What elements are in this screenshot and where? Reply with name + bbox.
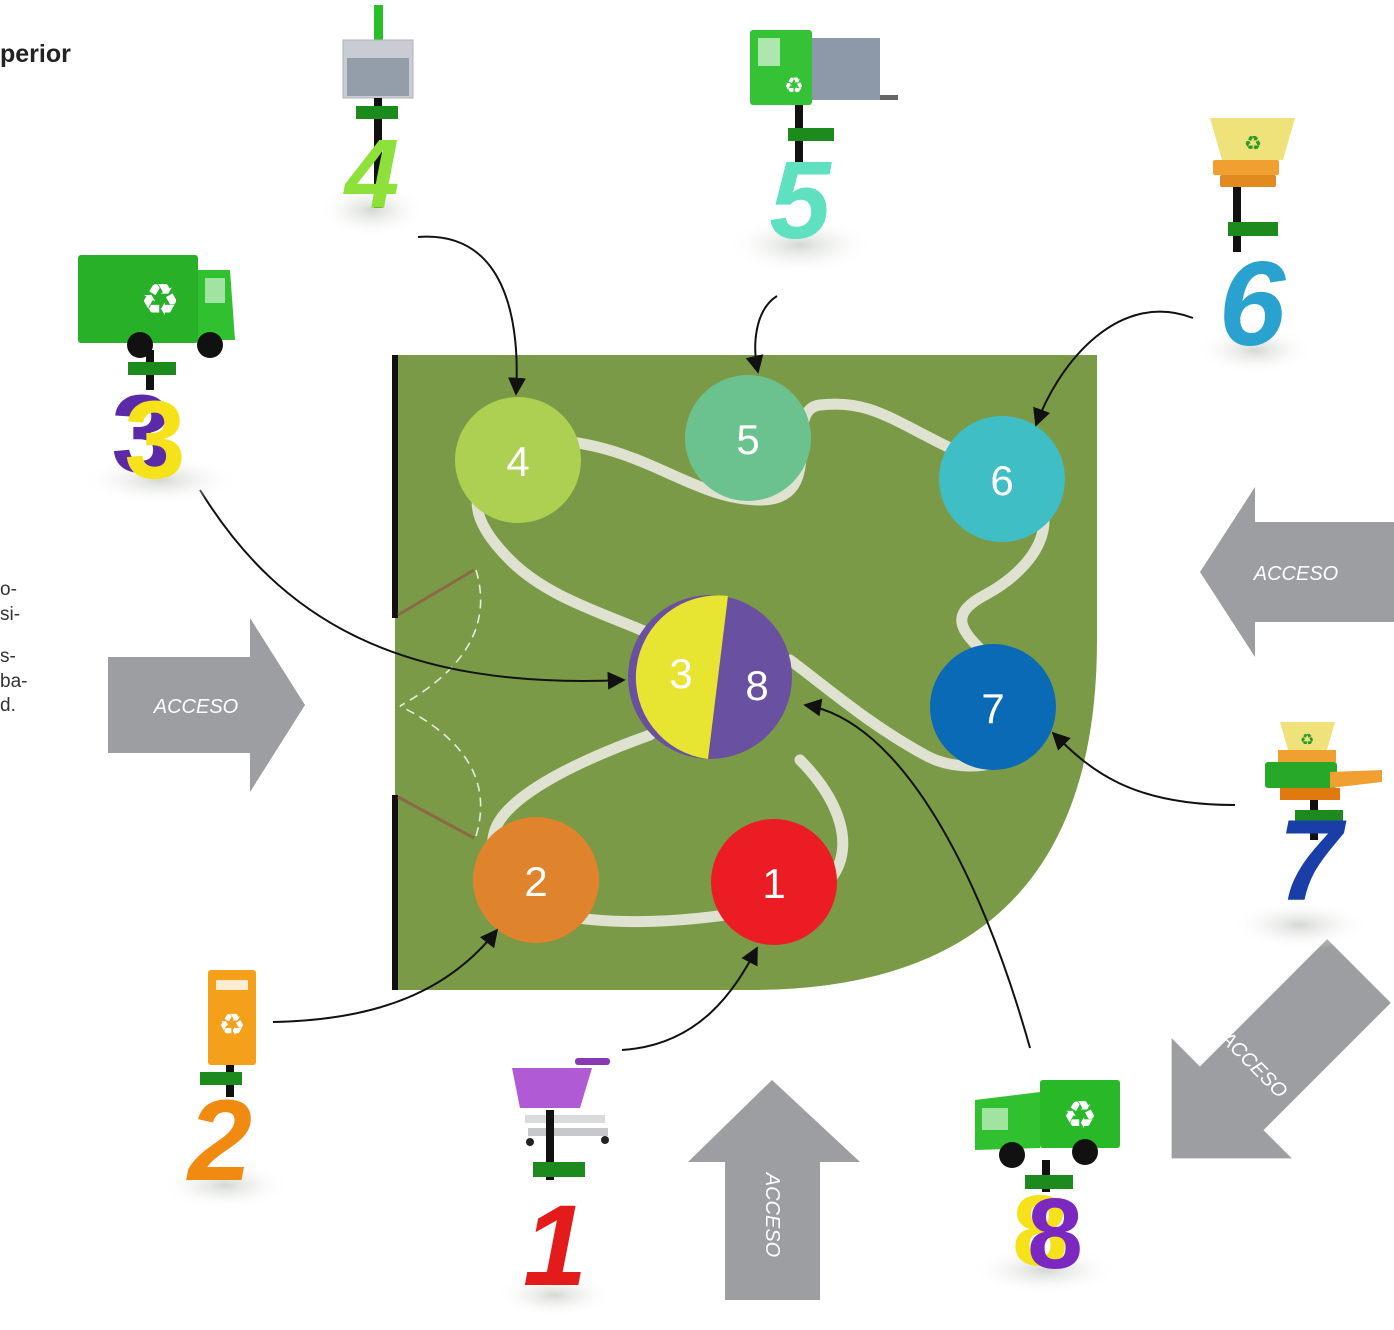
figure-5-number: 5: [769, 139, 832, 262]
station-5-label: 5: [736, 416, 759, 463]
svg-text:8: 8: [1012, 1175, 1068, 1287]
station-1: 1: [711, 819, 837, 945]
recycle-icon: ♻: [1244, 133, 1262, 155]
connector-4: [417, 235, 526, 396]
figure-4-number: 4: [343, 119, 400, 229]
figure-3-number: 3: [124, 379, 185, 502]
access-left-label: ACCESO: [153, 696, 238, 718]
figure-2-number: 2: [186, 1077, 252, 1205]
sign-plate: [1228, 222, 1278, 236]
door-swing-top: [399, 569, 482, 707]
station-6: 6: [939, 416, 1065, 542]
figure-6-number: 6: [1219, 237, 1287, 371]
figure-6: ♻ 6: [1195, 118, 1315, 375]
connector-3: [199, 489, 626, 690]
door-leaf-top: [397, 568, 475, 617]
sign-plate: [1295, 810, 1343, 824]
figure-8-number: 8: [1027, 1178, 1083, 1290]
side-text-line: o-: [0, 579, 17, 600]
access-arrow-bottom-right: ACCESO: [1171, 939, 1391, 1159]
station-2: 2: [473, 817, 599, 943]
figure-7: ♻ 7: [1230, 722, 1382, 950]
access-right-label: ACCESO: [1253, 563, 1338, 585]
connector-6: [1033, 310, 1194, 427]
station-4: 4: [455, 397, 581, 523]
svg-text:3: 3: [111, 373, 172, 496]
side-text-line: s-: [0, 646, 16, 667]
station-5: 5: [685, 375, 811, 501]
sign-plate: [1025, 1175, 1073, 1189]
bale-icon: [812, 38, 880, 100]
station-4-label: 4: [506, 438, 529, 485]
door-swing-bottom: [399, 705, 482, 837]
station-3-8: 3 8: [628, 595, 792, 759]
recycle-icon: ♻: [140, 276, 179, 325]
connector-7: [1051, 731, 1236, 806]
station-7: 7: [930, 644, 1056, 770]
connector-1: [621, 946, 758, 1051]
access-bottom-label: ACCESO: [761, 1172, 783, 1257]
side-text-line: si-: [0, 603, 21, 625]
station-3-label: 3: [669, 650, 692, 697]
figure-2: ♻ 2: [160, 970, 290, 1210]
recycle-icon: ♻: [1063, 1095, 1097, 1137]
access-arrow-bottom: ACCESO: [688, 1080, 860, 1300]
connector-8: [803, 698, 1031, 1049]
shopping-cart-icon: [512, 1068, 592, 1108]
sign-plate: [128, 362, 176, 375]
station-2-label: 2: [524, 858, 547, 905]
bale-icon: [347, 58, 409, 96]
access-arrow-left: ACCESO: [108, 618, 305, 792]
recycle-icon: ♻: [1300, 732, 1314, 749]
access-arrow-right: ACCESO: [1200, 487, 1394, 657]
sign-plate: [356, 106, 398, 119]
figure-7-number: 7: [1278, 797, 1347, 925]
figure-1-number: 1: [523, 1182, 587, 1310]
page-title-fragment: perior: [0, 40, 71, 68]
sign-plate: [533, 1162, 585, 1177]
station-8-label: 8: [745, 662, 768, 709]
figure-8: ♻ 8 8: [970, 1080, 1120, 1295]
side-text-fragment: o- si- s- ba- d.: [0, 578, 120, 719]
side-text-line: ba-: [0, 670, 28, 692]
station-6-label: 6: [990, 457, 1013, 504]
recycle-icon: ♻: [219, 1009, 246, 1042]
side-text-line: d.: [0, 695, 16, 716]
connector-2: [272, 928, 499, 1023]
door-leaf-bottom: [397, 795, 475, 840]
sign-plate: [200, 1072, 242, 1085]
sign-plate: [788, 128, 834, 141]
connector-5: [745, 295, 778, 374]
figure-3: ♻ 3 3: [78, 255, 240, 505]
station-7-label: 7: [981, 685, 1004, 732]
station-1-label: 1: [762, 860, 785, 907]
recycle-icon: ♻: [784, 73, 804, 98]
figure-5: ♻ 5: [725, 30, 898, 275]
figure-4: 4: [317, 5, 427, 238]
station-3-half: [635, 595, 728, 759]
figure-1: 1: [495, 1058, 615, 1317]
